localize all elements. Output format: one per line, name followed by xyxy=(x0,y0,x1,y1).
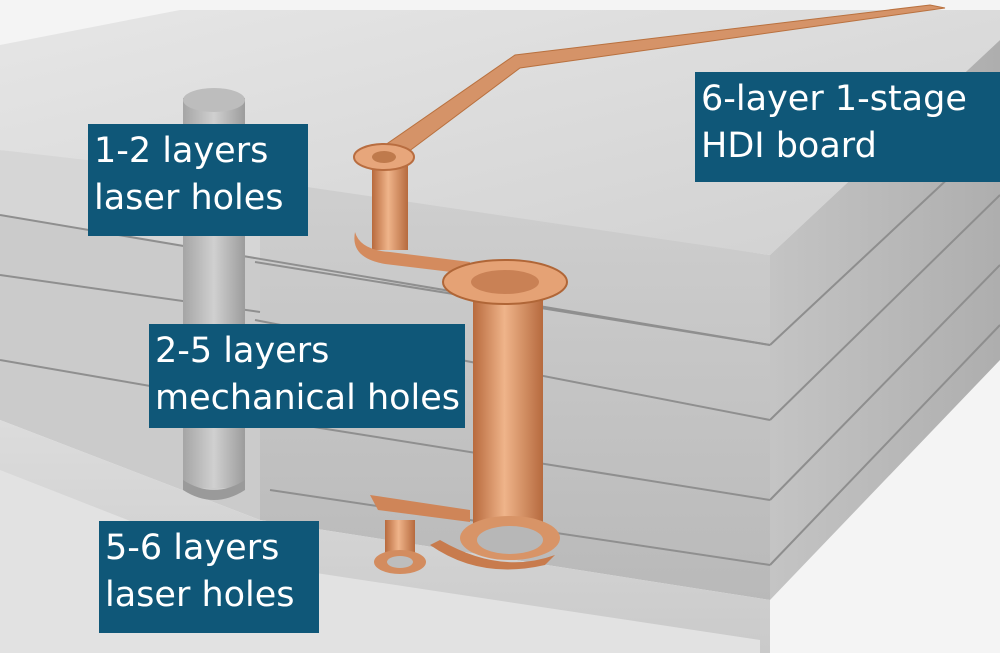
board-label-line-1: 6-layer 1-stage xyxy=(701,79,967,119)
mechanical-label-line-2: mechanical holes xyxy=(155,378,461,418)
board-label-line-2: HDI board xyxy=(701,126,877,166)
top-laser-label-line-1: 1-2 layers xyxy=(94,131,269,171)
mechanical-label-line-1: 2-5 layers xyxy=(155,331,330,371)
bottom-laser-label-line-2: laser holes xyxy=(105,575,295,615)
laser-via xyxy=(370,495,470,574)
bottom-laser-label-line-1: 5-6 layers xyxy=(105,528,280,568)
board-top-surface xyxy=(0,10,1000,255)
mechanical-via xyxy=(430,259,568,570)
top-laser-label-line-2: laser holes xyxy=(94,178,284,218)
mechanical-hole-label: 2-5 layers mechanical holes xyxy=(149,324,465,428)
board-type-label: 6-layer 1-stage HDI board xyxy=(695,72,1000,182)
bottom-laser-hole-label: 5-6 layers laser holes xyxy=(99,521,319,633)
laser-via xyxy=(353,143,470,274)
top-laser-hole-label: 1-2 layers laser holes xyxy=(88,124,308,236)
